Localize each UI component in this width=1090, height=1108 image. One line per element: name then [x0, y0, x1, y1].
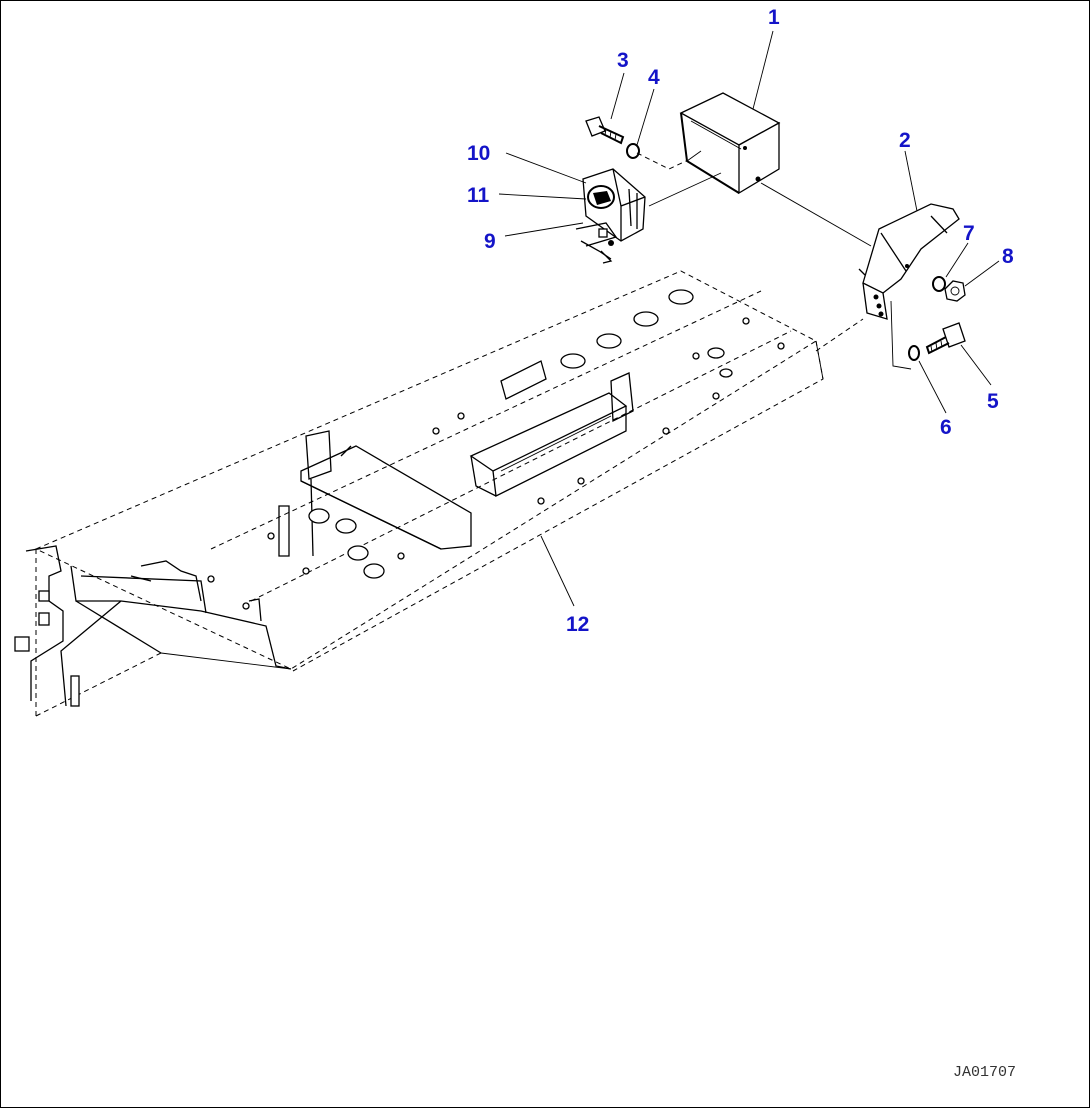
callout-3: 3	[617, 49, 629, 72]
bracket-part-2	[858, 203, 960, 320]
bolt-part-5	[925, 322, 966, 355]
callout-9: 9	[484, 230, 496, 253]
callout-12: 12	[566, 613, 589, 636]
callout-2: 2	[899, 129, 911, 152]
cover-part-1	[679, 92, 781, 195]
callout-10: 10	[467, 142, 490, 165]
callout-labels: 1 2 3 4 5 6 7 8 9 10 11 12	[467, 6, 1014, 636]
washer-part-7	[932, 276, 946, 292]
callout-5: 5	[987, 390, 999, 413]
callout-7: 7	[963, 222, 975, 245]
callout-11: 11	[467, 184, 490, 207]
callout-8: 8	[1002, 245, 1014, 268]
washer-part-6	[908, 345, 920, 361]
callout-6: 6	[940, 416, 952, 439]
callout-4: 4	[648, 66, 660, 89]
device-parts-9-10-11	[575, 168, 646, 264]
bolt-part-3	[585, 116, 625, 145]
assembly-lines	[636, 152, 912, 370]
nut-part-8	[944, 280, 966, 302]
callout-1: 1	[768, 6, 780, 29]
frame-part-12	[14, 270, 824, 717]
drawing-code: JA01707	[953, 1064, 1016, 1081]
leader-lines	[498, 30, 1000, 607]
washer-part-4	[626, 143, 640, 159]
